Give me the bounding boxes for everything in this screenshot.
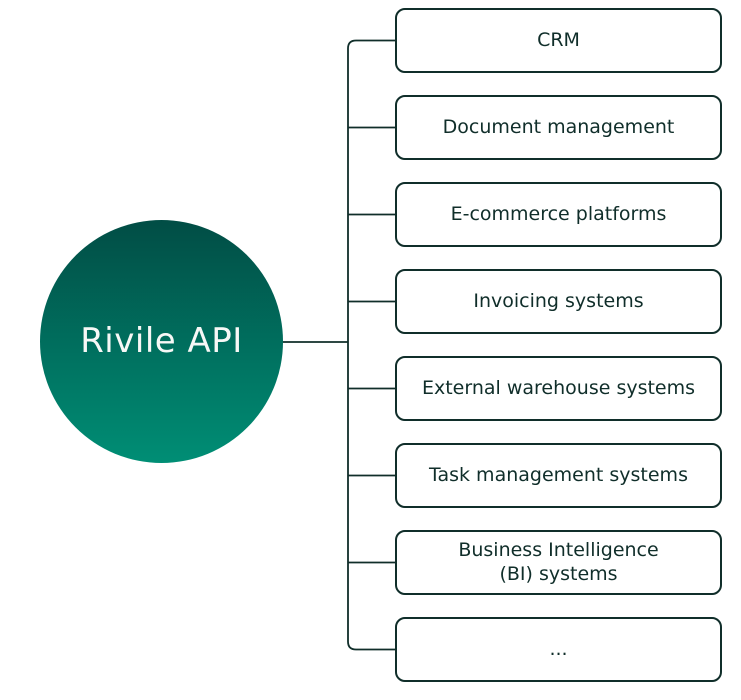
node-label: ... — [549, 637, 568, 660]
node-label: Task management systems — [429, 463, 688, 486]
node-label: CRM — [537, 28, 580, 51]
node-document-management: Document management — [395, 95, 722, 160]
node-label: E-commerce platforms — [450, 202, 667, 225]
node-label: External warehouse systems — [421, 376, 696, 399]
node-ecommerce-platforms: E-commerce platforms — [395, 182, 722, 247]
node-crm: CRM — [395, 8, 722, 73]
root-node-rivile-api: Rivile API — [40, 220, 283, 463]
connector-trunk — [347, 39, 395, 651]
node-label: Document management — [442, 115, 675, 138]
node-label: Business Intelligence (BI) systems — [458, 538, 659, 585]
node-invoicing-systems: Invoicing systems — [395, 269, 722, 334]
node-external-warehouse-systems: External warehouse systems — [395, 356, 722, 421]
node-label: Invoicing systems — [473, 289, 644, 312]
root-node-label: Rivile API — [80, 320, 243, 361]
node-business-intelligence-systems: Business Intelligence (BI) systems — [395, 530, 722, 595]
node-task-management-systems: Task management systems — [395, 443, 722, 508]
node-column: CRM Document management E-commerce platf… — [395, 8, 722, 682]
node-ellipsis: ... — [395, 617, 722, 682]
